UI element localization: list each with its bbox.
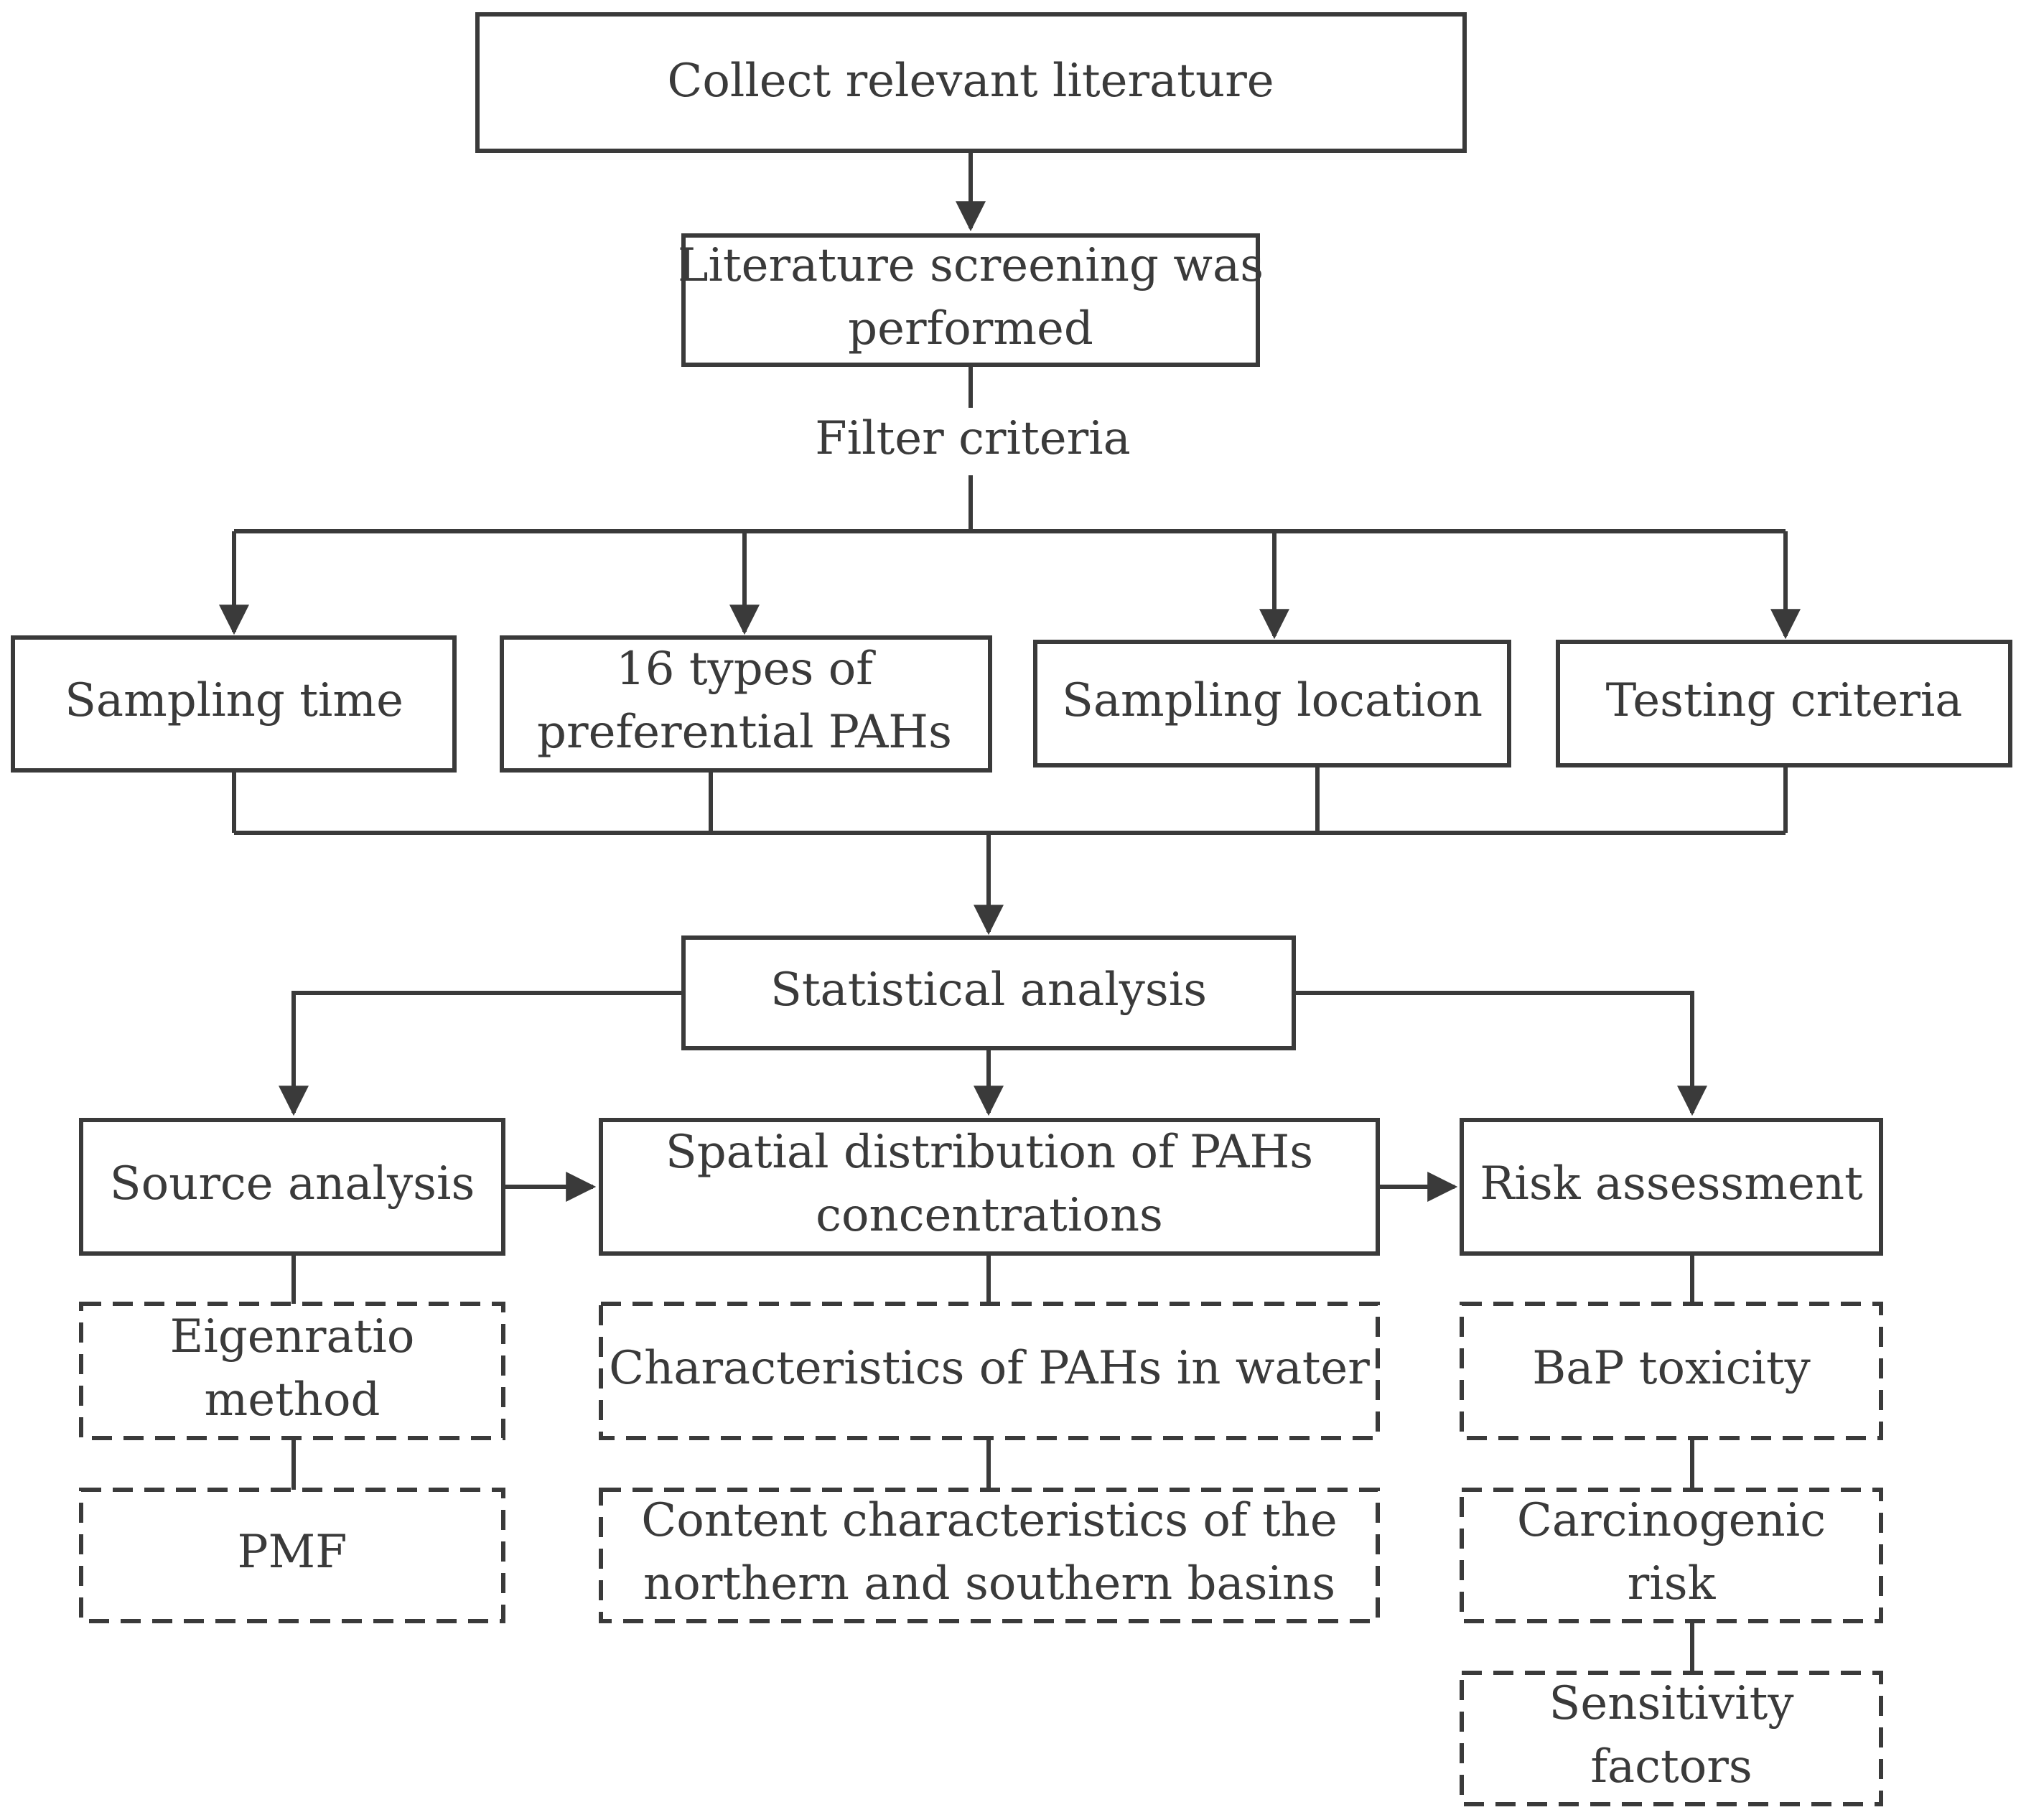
node-content-characteristics-text: Content characteristics of the northern a…: [641, 1494, 1338, 1610]
node-sampling-location-text-line-1: Sampling location: [1062, 674, 1483, 727]
node-testing-criteria: Testing criteria: [1556, 640, 2012, 767]
node-testing-criteria-text: Testing criteria: [1606, 674, 1963, 727]
node-literature-screening-text-line-1: Literature screening was: [678, 239, 1264, 292]
node-spatial-distribution: Spatial distribution of PAHs concentratio…: [599, 1118, 1380, 1256]
node-sampling-time-text-line-1: Sampling time: [65, 674, 403, 727]
node-pmf-text: PMF: [238, 1526, 347, 1579]
node-content-characteristics-text-line-2: northern and southern basins: [643, 1557, 1335, 1610]
node-literature-screening-text: Literature screening was performed: [678, 239, 1264, 355]
node-content-characteristics-text-line-1: Content characteristics of the: [641, 1494, 1338, 1547]
node-spatial-distribution-text-line-1: Spatial distribution of PAHs: [666, 1126, 1313, 1179]
node-bap-toxicity-text-line-1: BaP toxicity: [1532, 1342, 1811, 1395]
node-eigenratio-method: Eigenratio method: [79, 1302, 505, 1440]
node-sensitivity-factors-text: Sensitivity factors: [1549, 1677, 1794, 1793]
edge-statistical-to-risk: [1294, 991, 1707, 1116]
node-sensitivity-factors-text-line-1: Sensitivity: [1549, 1677, 1794, 1730]
node-sampling-location: Sampling location: [1033, 640, 1511, 767]
node-collect-literature-text: Collect relevant literature: [667, 55, 1274, 108]
node-16-types-pahs-text-line-2: preferential PAHs: [537, 706, 952, 759]
node-sensitivity-factors-text-line-2: factors: [1590, 1740, 1752, 1793]
node-16-types-pahs-text: 16 types of preferential PAHs: [537, 643, 952, 759]
node-eigenratio-method-text-line-1: Eigenratio: [170, 1310, 415, 1363]
node-spatial-distribution-text: Spatial distribution of PAHs concentratio…: [666, 1126, 1313, 1242]
node-literature-screening: Literature screening was performed: [678, 233, 1264, 367]
node-statistical-analysis: Statistical analysis: [681, 935, 1296, 1050]
node-16-types-pahs: 16 types of preferential PAHs: [500, 635, 992, 773]
node-sensitivity-factors: Sensitivity factors: [1460, 1671, 1883, 1806]
node-bap-toxicity: BaP toxicity: [1460, 1302, 1883, 1440]
node-pmf: PMF: [79, 1488, 505, 1623]
node-bap-toxicity-text: BaP toxicity: [1532, 1342, 1811, 1395]
node-16-types-pahs-text-line-1: 16 types of: [616, 643, 876, 696]
node-content-characteristics: Content characteristics of the northern a…: [599, 1488, 1380, 1623]
node-pmf-text-line-1: PMF: [238, 1526, 347, 1579]
node-characteristics-pahs-water: Characteristics of PAHs in water: [599, 1302, 1380, 1440]
node-risk-assessment-text: Risk assessment: [1480, 1157, 1863, 1210]
node-carcinogenic-risk: Carcinogenic risk: [1460, 1488, 1883, 1623]
node-literature-screening-text-line-2: performed: [848, 302, 1093, 355]
node-eigenratio-method-text: Eigenratio method: [170, 1310, 415, 1427]
node-characteristics-pahs-water-text: Characteristics of PAHs in water: [609, 1342, 1370, 1395]
node-sampling-time-text: Sampling time: [65, 674, 403, 727]
edge-statistical-to-source: [279, 991, 683, 1116]
node-characteristics-pahs-water-text-line-1: Characteristics of PAHs in water: [609, 1342, 1370, 1395]
node-testing-criteria-text-line-1: Testing criteria: [1606, 674, 1963, 727]
filter-criteria-label-line-1: Filter criteria: [815, 412, 1131, 465]
node-carcinogenic-risk-text: Carcinogenic risk: [1517, 1494, 1826, 1610]
node-collect-literature: Collect relevant literature: [475, 12, 1467, 153]
node-source-analysis: Source analysis: [79, 1118, 505, 1256]
node-collect-literature-text-line-1: Collect relevant literature: [667, 55, 1274, 108]
node-carcinogenic-risk-text-line-2: risk: [1628, 1557, 1717, 1610]
connectors: [219, 151, 1801, 1673]
node-risk-assessment-text-line-1: Risk assessment: [1480, 1157, 1863, 1210]
filter-criteria-label: Filter criteria: [815, 412, 1131, 465]
node-statistical-analysis-text: Statistical analysis: [770, 963, 1207, 1017]
node-risk-assessment: Risk assessment: [1460, 1118, 1883, 1256]
node-source-analysis-text-line-1: Source analysis: [110, 1157, 475, 1210]
nodes: Collect relevant literature Literature s…: [11, 12, 2012, 1806]
node-sampling-time: Sampling time: [11, 635, 457, 773]
node-source-analysis-text: Source analysis: [110, 1157, 475, 1210]
node-sampling-location-text: Sampling location: [1062, 674, 1483, 727]
node-eigenratio-method-text-line-2: method: [205, 1373, 381, 1427]
node-carcinogenic-risk-text-line-1: Carcinogenic: [1517, 1494, 1826, 1547]
node-statistical-analysis-text-line-1: Statistical analysis: [770, 963, 1207, 1017]
node-spatial-distribution-text-line-2: concentrations: [816, 1189, 1163, 1242]
